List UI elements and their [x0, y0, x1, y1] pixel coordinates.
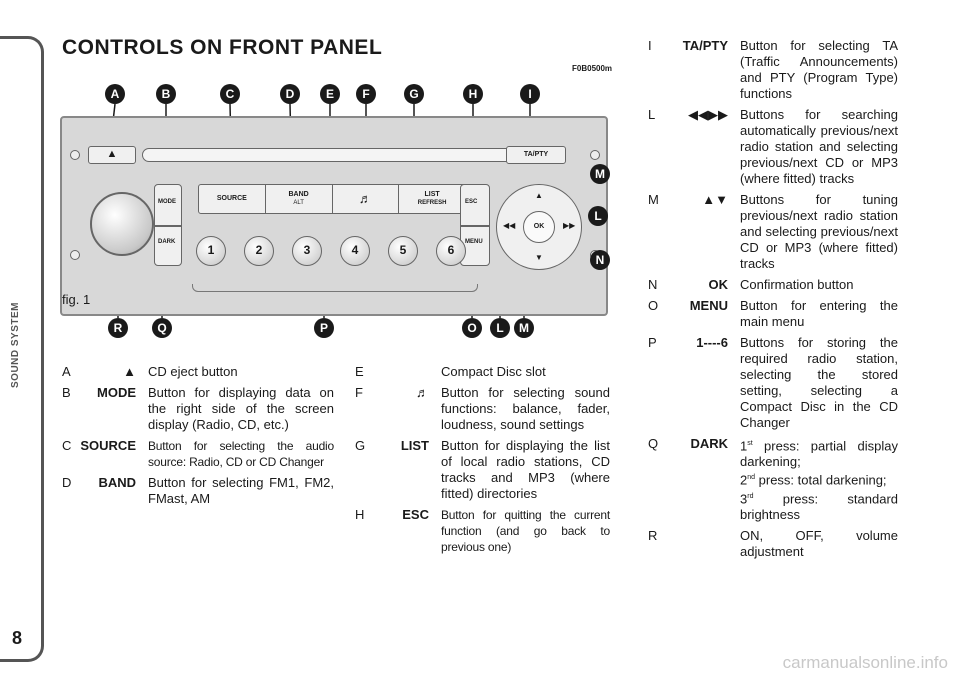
preset-buttons: 1 2 3 4 5 6 [196, 236, 466, 270]
eject-button[interactable]: ▲ [88, 146, 136, 164]
tune-arrows-icon: ▲▼ [702, 192, 728, 207]
legend-item: F♬Button for selecting sound functions: … [355, 385, 610, 432]
ta-pty-button[interactable]: TA/PTY [506, 146, 566, 164]
callout-g: G [404, 84, 424, 104]
menu-label: MENU [465, 239, 483, 245]
legend-item: L◀◀▶▶Buttons for searching automatically… [648, 107, 898, 186]
seek-back-icon[interactable]: ◀◀ [503, 221, 516, 230]
source-button[interactable]: SOURCE [199, 185, 266, 213]
section-label: SOUND SYSTEM [10, 302, 21, 389]
figure-code: F0B0500m [572, 64, 613, 73]
volume-knob[interactable] [90, 192, 154, 256]
sound-button[interactable]: ♬ [333, 185, 400, 213]
direction-pad[interactable]: ▲ ▼ ◀◀ ▶▶ OK [496, 184, 582, 270]
mode-label: MODE [158, 199, 176, 205]
legend-item: A▲CD eject button [62, 364, 238, 379]
callout-a: A [105, 84, 125, 104]
callout-d: D [280, 84, 300, 104]
panel-screw [70, 250, 80, 260]
callout-q: Q [152, 318, 172, 338]
seek-arrows-icon: ◀◀▶▶ [688, 107, 728, 122]
music-note-icon: ♬ [416, 385, 429, 400]
callout-b: B [156, 84, 176, 104]
page-number: 8 [12, 628, 23, 648]
callout-o: O [462, 318, 482, 338]
mode-dark-button[interactable]: MODE DARK [154, 184, 182, 266]
callout-m-right: M [590, 164, 610, 184]
music-note-icon: ♬ [358, 191, 372, 206]
preset-button-5[interactable]: 5 [388, 236, 418, 266]
figure-label: fig. 1 [62, 292, 91, 307]
dark-label: DARK [158, 239, 176, 245]
watermark: carmanualsonline.info [782, 653, 948, 672]
preset-button-3[interactable]: 3 [292, 236, 322, 266]
page-title: CONTROLS ON FRONT PANEL [62, 36, 383, 59]
callout-l-bottom: L [490, 318, 510, 338]
side-tab [0, 36, 44, 662]
ok-button[interactable]: OK [523, 211, 555, 243]
callout-e: E [320, 84, 340, 104]
cd-slot[interactable] [142, 148, 562, 162]
callout-h: H [463, 84, 483, 104]
preset-button-1[interactable]: 1 [196, 236, 226, 266]
preset-button-4[interactable]: 4 [340, 236, 370, 266]
panel-screw [590, 150, 600, 160]
seek-forward-icon[interactable]: ▶▶ [563, 221, 576, 230]
esc-label: ESC [465, 199, 478, 205]
arrow-up-icon[interactable]: ▲ [535, 191, 543, 200]
panel-screw [70, 150, 80, 160]
arrow-down-icon[interactable]: ▼ [535, 253, 543, 262]
preset-button-6[interactable]: 6 [436, 236, 466, 266]
preset-button-2[interactable]: 2 [244, 236, 274, 266]
callout-f: F [356, 84, 376, 104]
preset-bracket [192, 284, 478, 292]
callout-m-bottom: M [514, 318, 534, 338]
callout-c: C [220, 84, 240, 104]
callout-n-right: N [590, 250, 610, 270]
dark-description: 1st press: partial display darkening;2nd… [740, 438, 898, 522]
callout-r: R [108, 318, 128, 338]
callout-i: I [520, 84, 540, 104]
callout-p: P [314, 318, 334, 338]
callout-l-right: L [588, 206, 608, 226]
legend-item: M▲▼Buttons for tuning previous/next radi… [648, 192, 898, 271]
